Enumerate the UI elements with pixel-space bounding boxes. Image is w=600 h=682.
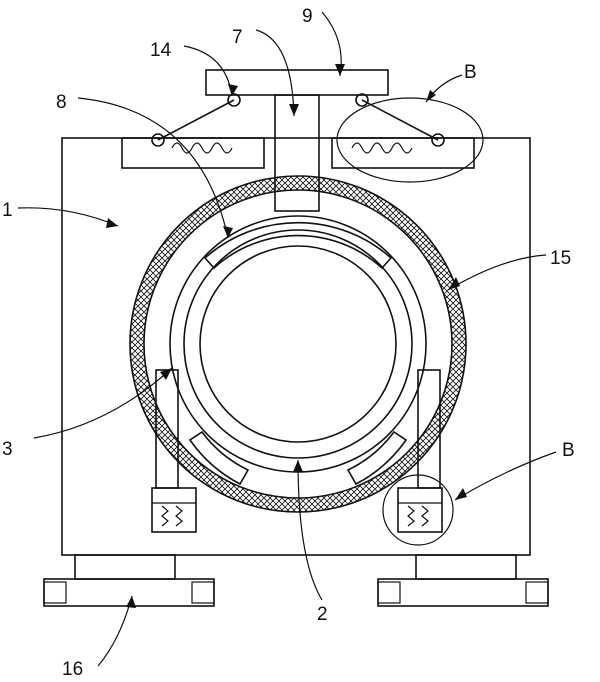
pipe-inner-circle (199, 245, 397, 443)
label-8: 8 (56, 92, 67, 113)
label-15: 15 (550, 248, 571, 269)
side-supports (151, 369, 443, 533)
lower-arc-pad-right (346, 430, 408, 486)
detail-b-bottom-circle (382, 474, 454, 546)
housing-frame (61, 137, 531, 556)
clamp-shell (169, 215, 427, 345)
leader-lines (17, 11, 557, 667)
label-2: 2 (317, 604, 328, 625)
upper-arc-pad (203, 221, 393, 270)
label-1: 1 (2, 200, 13, 221)
label-3: 3 (2, 439, 13, 460)
label-b-bottom: B (562, 440, 575, 461)
label-b-top: B (464, 62, 477, 83)
outer-hatched-ring (129, 175, 467, 513)
base-feet (43, 554, 549, 607)
label-14: 14 (150, 40, 172, 61)
pipe-outer-circle (183, 229, 413, 459)
lower-arc-pad-left (188, 430, 250, 486)
detail-b-top-circle (336, 97, 484, 183)
label-9: 9 (302, 6, 313, 27)
spring-assembly-right (331, 93, 475, 169)
label-7: 7 (232, 27, 243, 48)
vertical-post (274, 94, 320, 212)
label-16: 16 (62, 659, 83, 680)
